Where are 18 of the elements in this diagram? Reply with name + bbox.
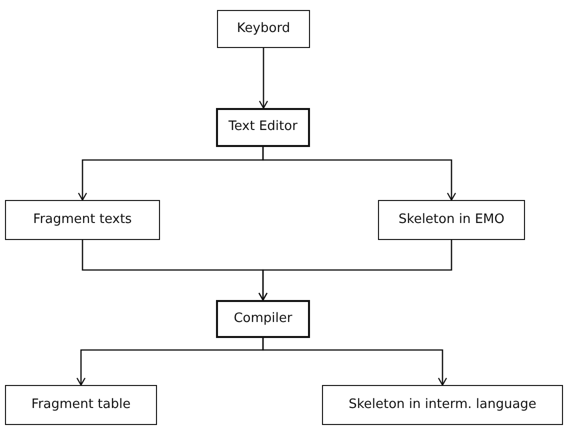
box-label: Skeleton in EMO (398, 212, 504, 228)
process-box (217, 10, 310, 48)
process-box (5, 385, 157, 425)
process-box (322, 385, 563, 425)
box-label: Fragment texts (33, 212, 132, 228)
box-label: Skeleton in interm. language (348, 398, 536, 412)
process-box (216, 300, 310, 338)
connector-arrow (258, 48, 268, 109)
process-box (5, 200, 160, 240)
box-label: Keybord (236, 22, 290, 36)
box-label: Text Editor (228, 120, 298, 135)
box-label: Fragment table (31, 398, 131, 412)
connector-arrow (262, 338, 448, 386)
box-label: Compiler (234, 312, 292, 326)
process-box (216, 108, 310, 147)
connector-arrow (262, 147, 456, 201)
connector-arrow (258, 240, 452, 301)
process-box (378, 200, 525, 240)
